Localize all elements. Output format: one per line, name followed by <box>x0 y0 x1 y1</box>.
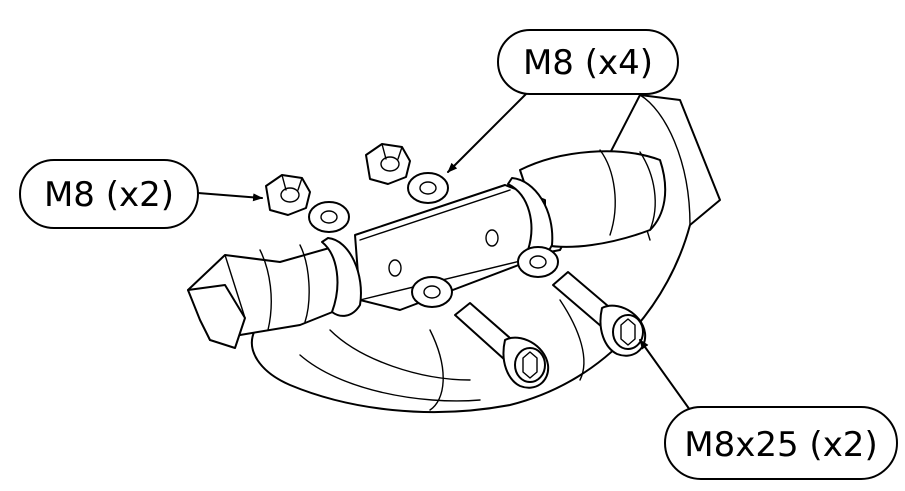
washer-2 <box>407 172 449 204</box>
callout-washer-text: M8 (x4) <box>523 43 653 83</box>
hex-nut-2 <box>365 143 411 185</box>
callout-washer: M8 (x4) <box>497 29 679 95</box>
nut-leader-arrow <box>197 192 263 202</box>
washer-1 <box>308 201 350 233</box>
clamp-plate <box>354 184 546 311</box>
hex-nuts <box>265 143 411 216</box>
callout-nut: M8 (x2) <box>19 159 199 229</box>
bolt-leader-arrow <box>639 339 691 411</box>
leader-lines <box>197 91 691 411</box>
hex-nut-1 <box>265 174 311 216</box>
callout-bolt: M8x25 (x2) <box>664 406 898 480</box>
bolt-1 <box>454 302 550 389</box>
callout-bolt-text: M8x25 (x2) <box>684 425 877 465</box>
washer-leader-arrow <box>447 91 529 173</box>
washers <box>308 172 559 308</box>
callout-nut-text: M8 (x2) <box>44 175 174 215</box>
bolt-2 <box>552 271 647 357</box>
washer-3 <box>517 246 559 278</box>
bolts <box>454 271 647 389</box>
right-tube <box>519 149 667 248</box>
washer-4 <box>411 276 453 308</box>
